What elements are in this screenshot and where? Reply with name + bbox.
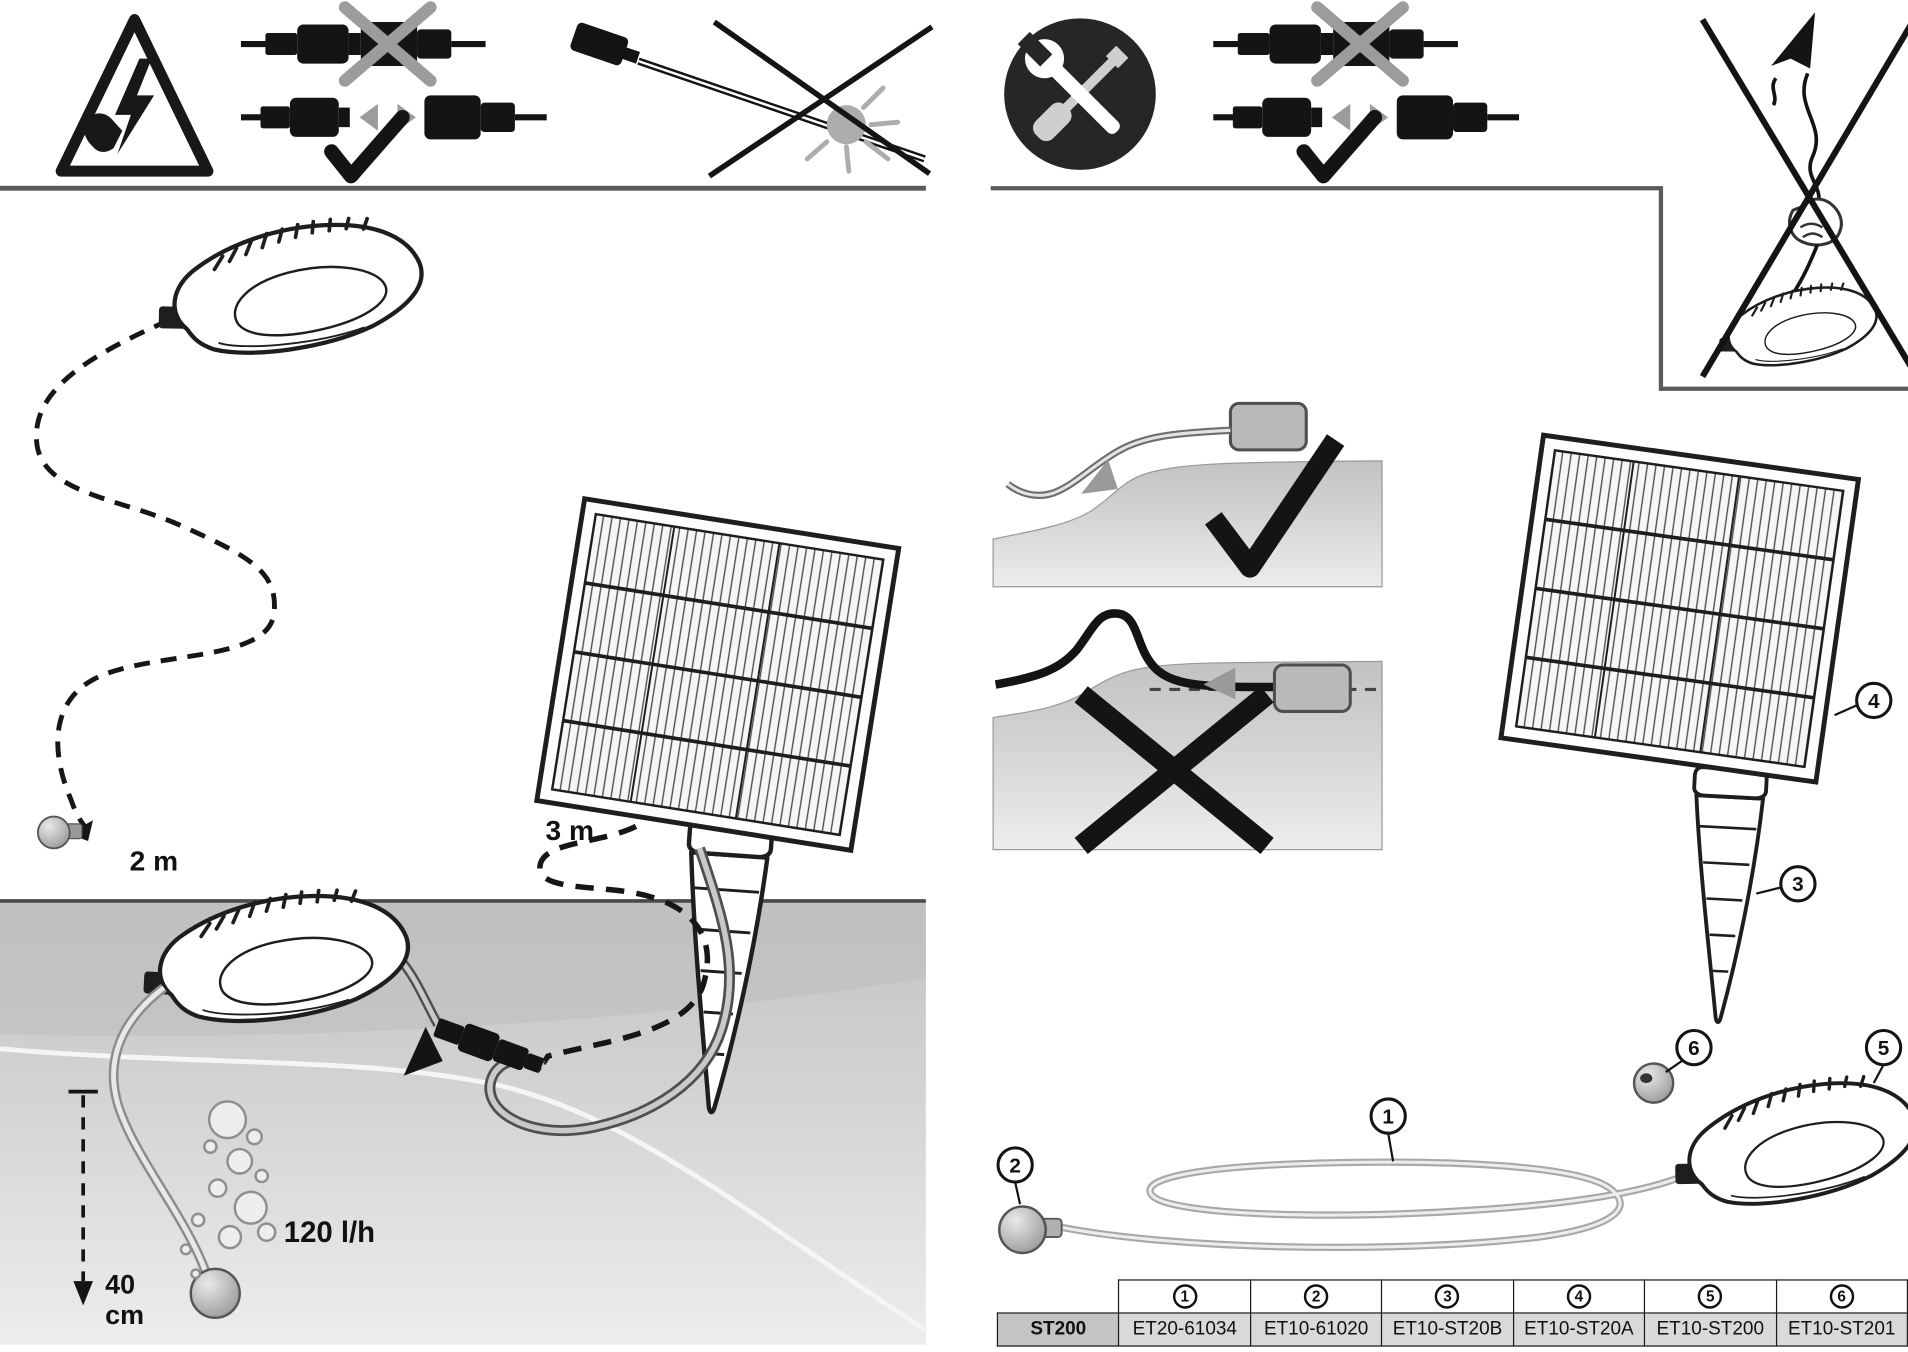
flow-rate-label: 120 l/h: [284, 1216, 375, 1249]
hose-length-label: 2 m: [130, 845, 178, 876]
air-stone-part: [998, 1205, 1063, 1255]
no-lamp-on-cable-icon: [570, 19, 934, 179]
table-header-2-number: 2: [1303, 1284, 1329, 1309]
part-number-cell-2: ET10-61020: [1249, 1312, 1383, 1347]
callout-6: 6: [1665, 1028, 1713, 1073]
wrench-screwdriver-icon: [1004, 18, 1156, 170]
table-header-6: 6: [1775, 1279, 1908, 1314]
table-header-1-number: 1: [1172, 1284, 1198, 1309]
callout-5: 5: [1864, 1028, 1903, 1084]
table-corner-blank: [997, 1280, 1119, 1313]
parts-table-header-row: 1 2 3 4 5 6: [997, 1279, 1908, 1314]
callout-2-number: 2: [1009, 1154, 1021, 1177]
air-bubbles: [179, 1100, 277, 1280]
table-header-3: 3: [1381, 1279, 1514, 1314]
callout-6-number: 6: [1688, 1037, 1700, 1060]
air-stone-pond: [189, 1267, 241, 1319]
solar-cable-gray: [397, 846, 736, 1137]
table-header-1: 1: [1118, 1279, 1252, 1314]
parts-table: 1 2 3 4 5 6 ST200 ET20-61034 ET10-61020 …: [996, 1279, 1908, 1347]
table-header-2: 2: [1249, 1279, 1383, 1314]
cable-length-label: 3 m: [545, 815, 593, 846]
table-header-4-number: 4: [1566, 1284, 1592, 1309]
callout-1: 1: [1369, 1097, 1407, 1162]
table-header-5: 5: [1643, 1279, 1777, 1314]
connector-ball-part: [1632, 1062, 1675, 1104]
table-header-3-number: 3: [1435, 1284, 1460, 1309]
inline-connector: [433, 1018, 544, 1073]
left-section-divider: [0, 185, 926, 191]
table-header-5-number: 5: [1698, 1284, 1723, 1309]
pond-air-hose: [108, 983, 211, 1274]
callout-1-number: 1: [1382, 1105, 1394, 1128]
cable-routing-correct: [992, 401, 1383, 588]
air-stone-left: [36, 815, 83, 850]
depth-unit-label: cm: [105, 1300, 144, 1330]
depth-measurement: [68, 1089, 98, 1306]
depth-value-label: 40: [105, 1269, 135, 1299]
callout-3: 3: [1756, 865, 1817, 903]
part-number-cell-5: ET10-ST200: [1643, 1312, 1777, 1347]
electric-shock-warning-icon: [55, 14, 214, 177]
part-number-cell-4: ET10-ST20A: [1512, 1312, 1646, 1347]
callout-3-number: 3: [1792, 873, 1804, 896]
callout-5-number: 5: [1878, 1037, 1890, 1060]
callout-4: 4: [1834, 681, 1893, 720]
connector-pointer-arrow: [403, 1026, 443, 1076]
table-header-4: 4: [1512, 1279, 1646, 1314]
parts-table-data-row: ST200 ET20-61034 ET10-61020 ET10-ST20B E…: [996, 1312, 1908, 1347]
do-not-carry-by-cable-icon: [1699, 12, 1908, 379]
cable-routing-wrong: [992, 609, 1385, 854]
part-number-cell-3: ET10-ST20B: [1381, 1312, 1514, 1347]
air-hose-part: [1060, 1158, 1682, 1252]
right-section-divider: [990, 186, 1908, 391]
callout-2: 2: [996, 1146, 1034, 1205]
callout-4-number: 4: [1868, 690, 1880, 713]
part-number-cell-6: ET10-ST201: [1775, 1312, 1908, 1347]
model-cell: ST200: [996, 1312, 1120, 1347]
table-header-6-number: 6: [1829, 1284, 1854, 1309]
part-number-cell-1: ET20-61034: [1118, 1312, 1252, 1347]
